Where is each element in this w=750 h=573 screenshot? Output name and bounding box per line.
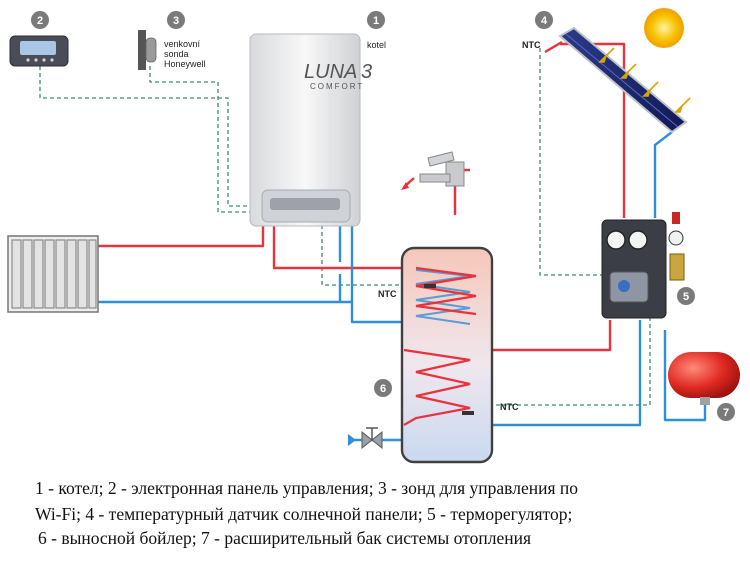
- badge-3: 3: [167, 11, 185, 29]
- badge-4: 4: [535, 11, 553, 29]
- brand-comfort: COMFORT: [310, 82, 364, 91]
- inlet-valve: [348, 427, 383, 450]
- svg-text:4: 4: [541, 15, 548, 27]
- sonda-label-3: Honeywell: [164, 59, 206, 69]
- svg-text:3: 3: [173, 15, 179, 27]
- badge-7: 7: [717, 403, 735, 421]
- svg-text:1: 1: [373, 15, 379, 27]
- badge-6: 6: [374, 379, 392, 397]
- expansion-tank: [668, 352, 740, 405]
- sonda-label-1: venkovní: [164, 39, 201, 49]
- ntc-label-solar: NTC: [522, 40, 541, 50]
- faucet: [401, 151, 465, 190]
- badge-2: 2: [31, 11, 49, 29]
- brand-digit: 3: [361, 61, 372, 83]
- legend-line-3: 6 - выносной бойлер; 7 - расширительный …: [38, 528, 531, 548]
- brand-luna: LUNA: [304, 61, 357, 83]
- control-panel: [9, 35, 69, 67]
- solar-collector: [544, 26, 688, 134]
- sun: [644, 8, 684, 48]
- badge-5: 5: [677, 287, 695, 305]
- pump-station: [601, 212, 685, 319]
- storage-tank: [400, 246, 494, 464]
- legend-line-1: 1 - котел; 2 - электронная панель управл…: [35, 478, 578, 498]
- sonda-label-2: sonda: [164, 49, 189, 59]
- ntc-label-tank-bottom: NTC: [500, 402, 519, 412]
- svg-text:6: 6: [380, 383, 386, 395]
- badge-1: 1: [367, 11, 385, 29]
- kotel-label: kotel: [367, 40, 386, 50]
- sun-rays: [598, 47, 691, 113]
- svg-text:2: 2: [37, 15, 43, 27]
- ntc-label-tank-top: NTC: [378, 289, 397, 299]
- boiler-unit: LUNA 3 COMFORT kotel: [249, 33, 386, 227]
- svg-text:7: 7: [723, 407, 729, 419]
- outdoor-sensor: venkovní sonda Honeywell: [138, 30, 206, 70]
- radiator: [7, 235, 99, 313]
- legend-line-2: Wi-Fi; 4 - температурный датчик солнечно…: [35, 504, 573, 524]
- svg-text:5: 5: [683, 291, 689, 303]
